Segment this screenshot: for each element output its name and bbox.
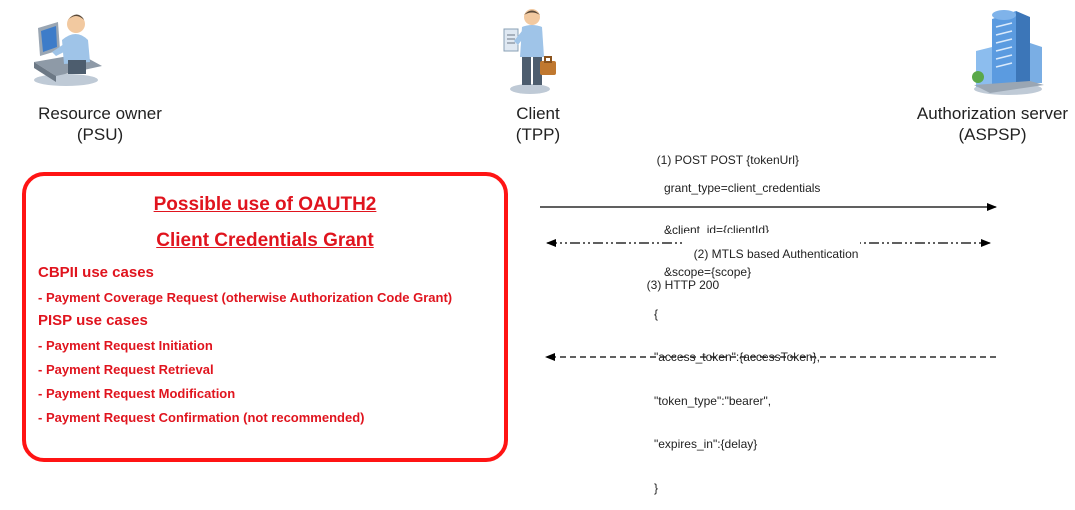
message-3-line: "access_token":{accessToken}, — [654, 350, 820, 364]
callout-item: - Payment Request Confirmation (not reco… — [38, 410, 365, 425]
office-building-icon — [972, 10, 1044, 95]
actor-role: (PSU) — [76, 125, 124, 144]
callout-heading-cbpii: CBPII use cases — [38, 264, 154, 281]
actor-label-aspsp: Authorization server (ASPSP) — [910, 103, 1075, 145]
message-1-line: grant_type=client_credentials — [664, 181, 821, 195]
actor-name: Authorization server — [916, 104, 1069, 123]
actor-role: (TPP) — [515, 125, 561, 144]
callout-item: - Payment Coverage Request (otherwise Au… — [38, 290, 453, 305]
message-1-label: (1) POST POST {tokenUrl} grant_type=clie… — [650, 139, 821, 293]
message-3-title: (3) HTTP 200 — [646, 277, 720, 292]
message-1-line: &scope={scope} — [664, 265, 752, 279]
callout-item: - Payment Request Retrieval — [38, 362, 214, 377]
use-case-callout: Possible use of OAUTH2 Client Credential… — [22, 172, 508, 462]
person-with-briefcase-icon — [503, 9, 556, 94]
message-3-line: "token_type":"bearer", — [654, 393, 772, 408]
message-2-label: (2) MTLS based Authentication — [685, 233, 861, 261]
callout-title-line-1: Possible use of OAUTH2 — [153, 194, 377, 215]
callout-title-line-2: Client Credentials Grant — [156, 230, 374, 251]
callout-item: - Payment Request Initiation — [38, 338, 213, 353]
callout-item: - Payment Request Modification — [38, 386, 236, 401]
message-3-line: "expires_in":{delay} — [654, 437, 758, 451]
actor-label-tpp: Client (TPP) — [498, 103, 578, 145]
actor-role: (ASPSP) — [958, 125, 1027, 144]
actor-name: Client — [516, 104, 560, 123]
message-3-line: { — [654, 306, 659, 321]
person-at-computer-icon — [34, 14, 102, 86]
message-3-label: (3) HTTP 200 { "access_token":{accessTok… — [640, 263, 820, 510]
message-3-line: } — [654, 480, 659, 495]
callout-heading-pisp: PISP use cases — [38, 312, 148, 329]
actor-label-psu: Resource owner (PSU) — [20, 103, 180, 145]
actor-name: Resource owner — [38, 104, 162, 123]
message-2-title: (2) MTLS based Authentication — [693, 247, 859, 261]
message-1-title: (1) POST POST {tokenUrl} — [656, 153, 799, 167]
